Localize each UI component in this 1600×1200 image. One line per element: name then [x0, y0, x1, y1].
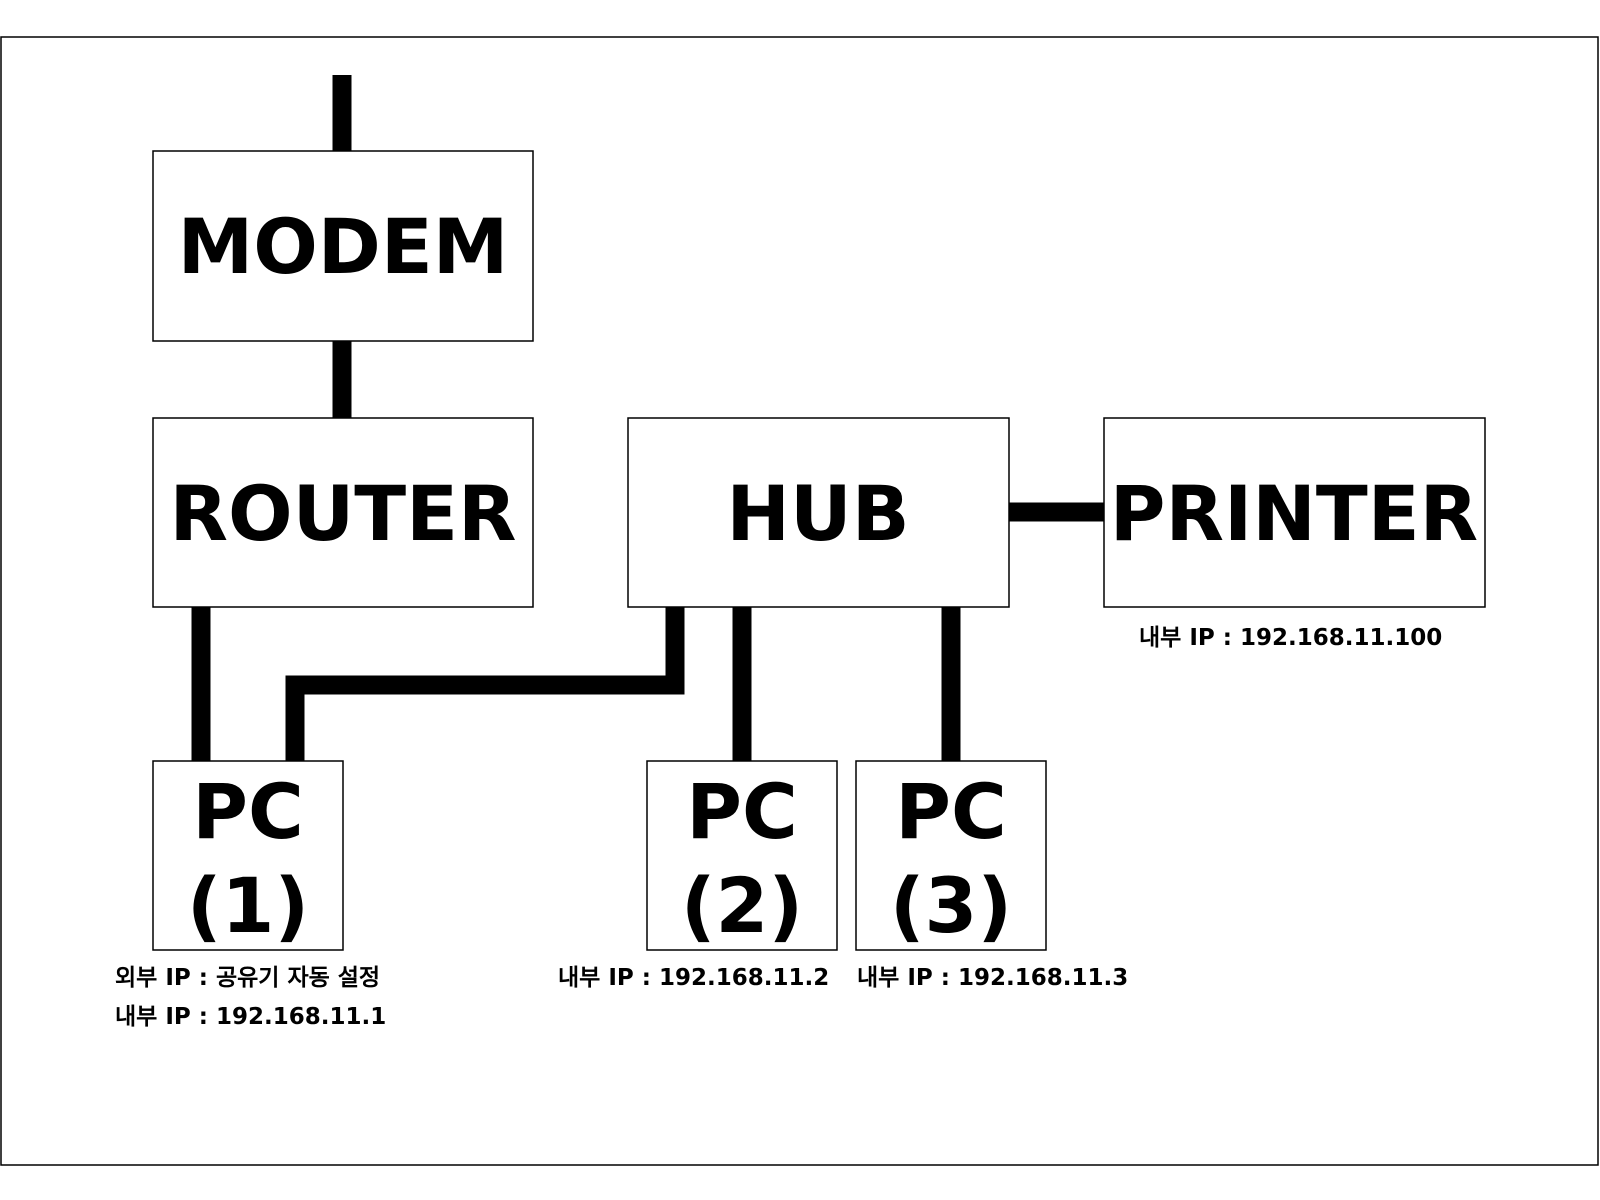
pc3-node: PC (3) [855, 760, 1047, 951]
pc1-internal-ip: 내부 IP : 192.168.11.1 [115, 1004, 386, 1030]
pc1-label-line2: (1) [187, 861, 309, 950]
pc2-label-line1: PC [686, 767, 797, 856]
pc1-external-ip: 외부 IP : 공유기 자동 설정 [115, 965, 380, 991]
printer-label: PRINTER [1110, 469, 1478, 558]
router-label: ROUTER [169, 469, 516, 558]
hub-label: HUB [726, 469, 909, 558]
pc3-label-line1: PC [895, 767, 1006, 856]
pc3-label-line2: (3) [890, 861, 1012, 950]
diagram-frame [0, 36, 1599, 1166]
router-node: ROUTER [152, 417, 534, 608]
pc3-internal-ip: 내부 IP : 192.168.11.3 [857, 965, 1128, 991]
pc2-internal-ip: 내부 IP : 192.168.11.2 [558, 965, 829, 991]
printer-node: PRINTER [1103, 417, 1486, 608]
pc2-node: PC (2) [646, 760, 838, 951]
modem-node: MODEM [152, 150, 534, 342]
pc1-node: PC (1) [152, 760, 344, 951]
pc1-label-line1: PC [192, 767, 303, 856]
printer-internal-ip: 내부 IP : 192.168.11.100 [1139, 625, 1442, 651]
link-hub-pc1 [285, 607, 685, 761]
pc2-label-line2: (2) [681, 861, 803, 950]
hub-node: HUB [627, 417, 1010, 608]
modem-label: MODEM [178, 202, 509, 291]
